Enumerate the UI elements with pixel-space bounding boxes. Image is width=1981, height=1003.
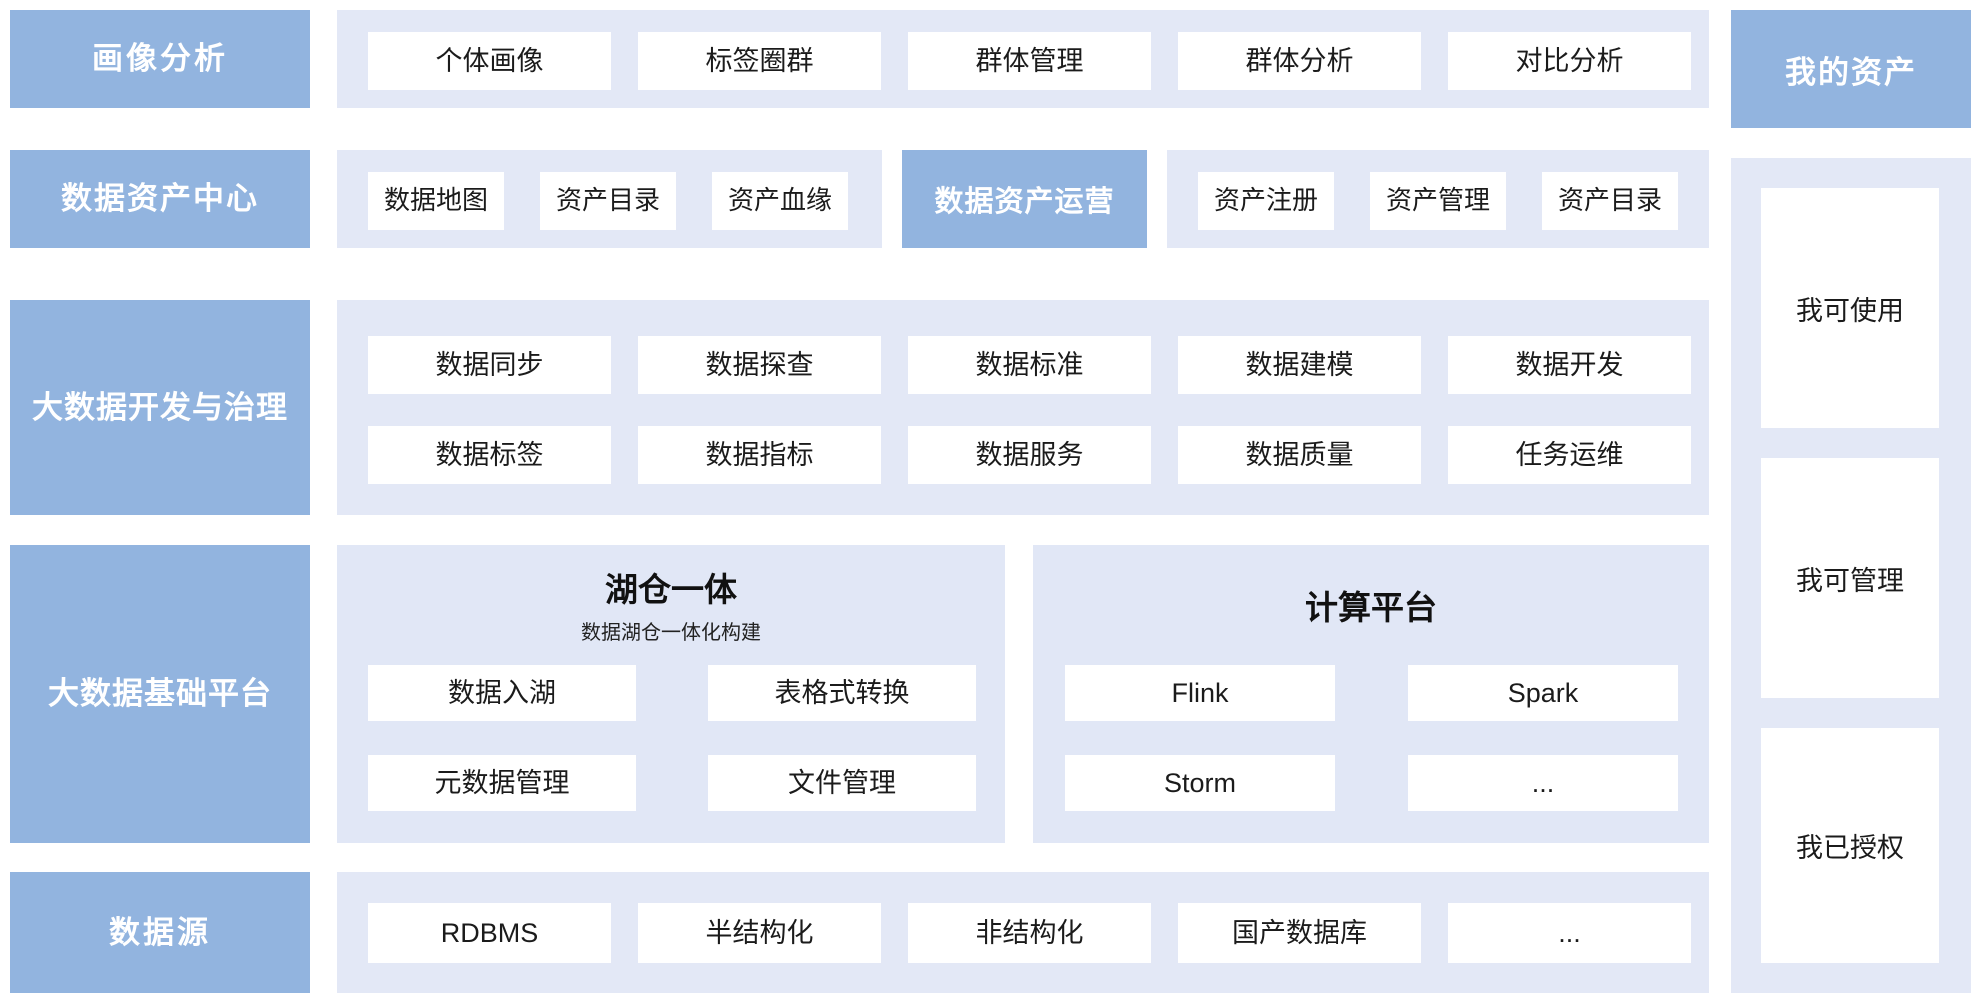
chip-devgov-r1-2[interactable]: 数据标准 <box>908 336 1151 394</box>
chip-portrait-2[interactable]: 群体管理 <box>908 32 1151 90</box>
chip-lakehouse-2[interactable]: 元数据管理 <box>368 755 636 811</box>
group-title-compute: 计算平台 <box>1305 589 1437 626</box>
chip-asset-left-2[interactable]: 资产血缘 <box>712 172 848 230</box>
chip-data-asset-operation[interactable]: 数据资产运营 <box>902 150 1147 248</box>
chip-portrait-0[interactable]: 个体画像 <box>368 32 611 90</box>
chip-datasource-2[interactable]: 非结构化 <box>908 903 1151 963</box>
chip-datasource-0[interactable]: RDBMS <box>368 903 611 963</box>
chip-devgov-r2-0[interactable]: 数据标签 <box>368 426 611 484</box>
chip-portrait-1[interactable]: 标签圈群 <box>638 32 881 90</box>
layer-label-data-source: 数据源 <box>10 872 310 993</box>
chip-asset-right-0[interactable]: 资产注册 <box>1198 172 1334 230</box>
chip-asset-left-0[interactable]: 数据地图 <box>368 172 504 230</box>
chip-lakehouse-3[interactable]: 文件管理 <box>708 755 976 811</box>
sidebar-card-authorized[interactable]: 我已授权 <box>1761 728 1939 963</box>
chip-lakehouse-1[interactable]: 表格式转换 <box>708 665 976 721</box>
group-subtitle-lakehouse: 数据湖仓一体化构建 <box>581 622 761 644</box>
group-title-lakehouse: 湖仓一体 <box>605 571 737 608</box>
layer-label-portrait-analysis: 画像分析 <box>10 10 310 108</box>
chip-asset-right-1[interactable]: 资产管理 <box>1370 172 1506 230</box>
chip-compute-2[interactable]: Storm <box>1065 755 1335 811</box>
chip-devgov-r2-1[interactable]: 数据指标 <box>638 426 881 484</box>
chip-devgov-r2-2[interactable]: 数据服务 <box>908 426 1151 484</box>
layer-label-bigdata-base-platform: 大数据基础平台 <box>10 545 310 843</box>
layer-label-data-asset-center: 数据资产中心 <box>10 150 310 248</box>
chip-portrait-3[interactable]: 群体分析 <box>1178 32 1421 90</box>
chip-lakehouse-0[interactable]: 数据入湖 <box>368 665 636 721</box>
chip-devgov-r1-3[interactable]: 数据建模 <box>1178 336 1421 394</box>
chip-asset-right-2[interactable]: 资产目录 <box>1542 172 1678 230</box>
chip-devgov-r1-1[interactable]: 数据探查 <box>638 336 881 394</box>
sidebar-header-my-assets: 我的资产 <box>1731 10 1971 128</box>
chip-datasource-3[interactable]: 国产数据库 <box>1178 903 1421 963</box>
chip-portrait-4[interactable]: 对比分析 <box>1448 32 1691 90</box>
chip-compute-3[interactable]: ... <box>1408 755 1678 811</box>
chip-devgov-r2-3[interactable]: 数据质量 <box>1178 426 1421 484</box>
chip-compute-0[interactable]: Flink <box>1065 665 1335 721</box>
layer-label-bigdata-dev-governance: 大数据开发与治理 <box>10 300 310 515</box>
chip-devgov-r2-4[interactable]: 任务运维 <box>1448 426 1691 484</box>
chip-devgov-r1-4[interactable]: 数据开发 <box>1448 336 1691 394</box>
chip-compute-1[interactable]: Spark <box>1408 665 1678 721</box>
chip-datasource-1[interactable]: 半结构化 <box>638 903 881 963</box>
chip-devgov-r1-0[interactable]: 数据同步 <box>368 336 611 394</box>
sidebar-card-manageable[interactable]: 我可管理 <box>1761 458 1939 698</box>
chip-asset-left-1[interactable]: 资产目录 <box>540 172 676 230</box>
sidebar-card-usable[interactable]: 我可使用 <box>1761 188 1939 428</box>
chip-datasource-4[interactable]: ... <box>1448 903 1691 963</box>
